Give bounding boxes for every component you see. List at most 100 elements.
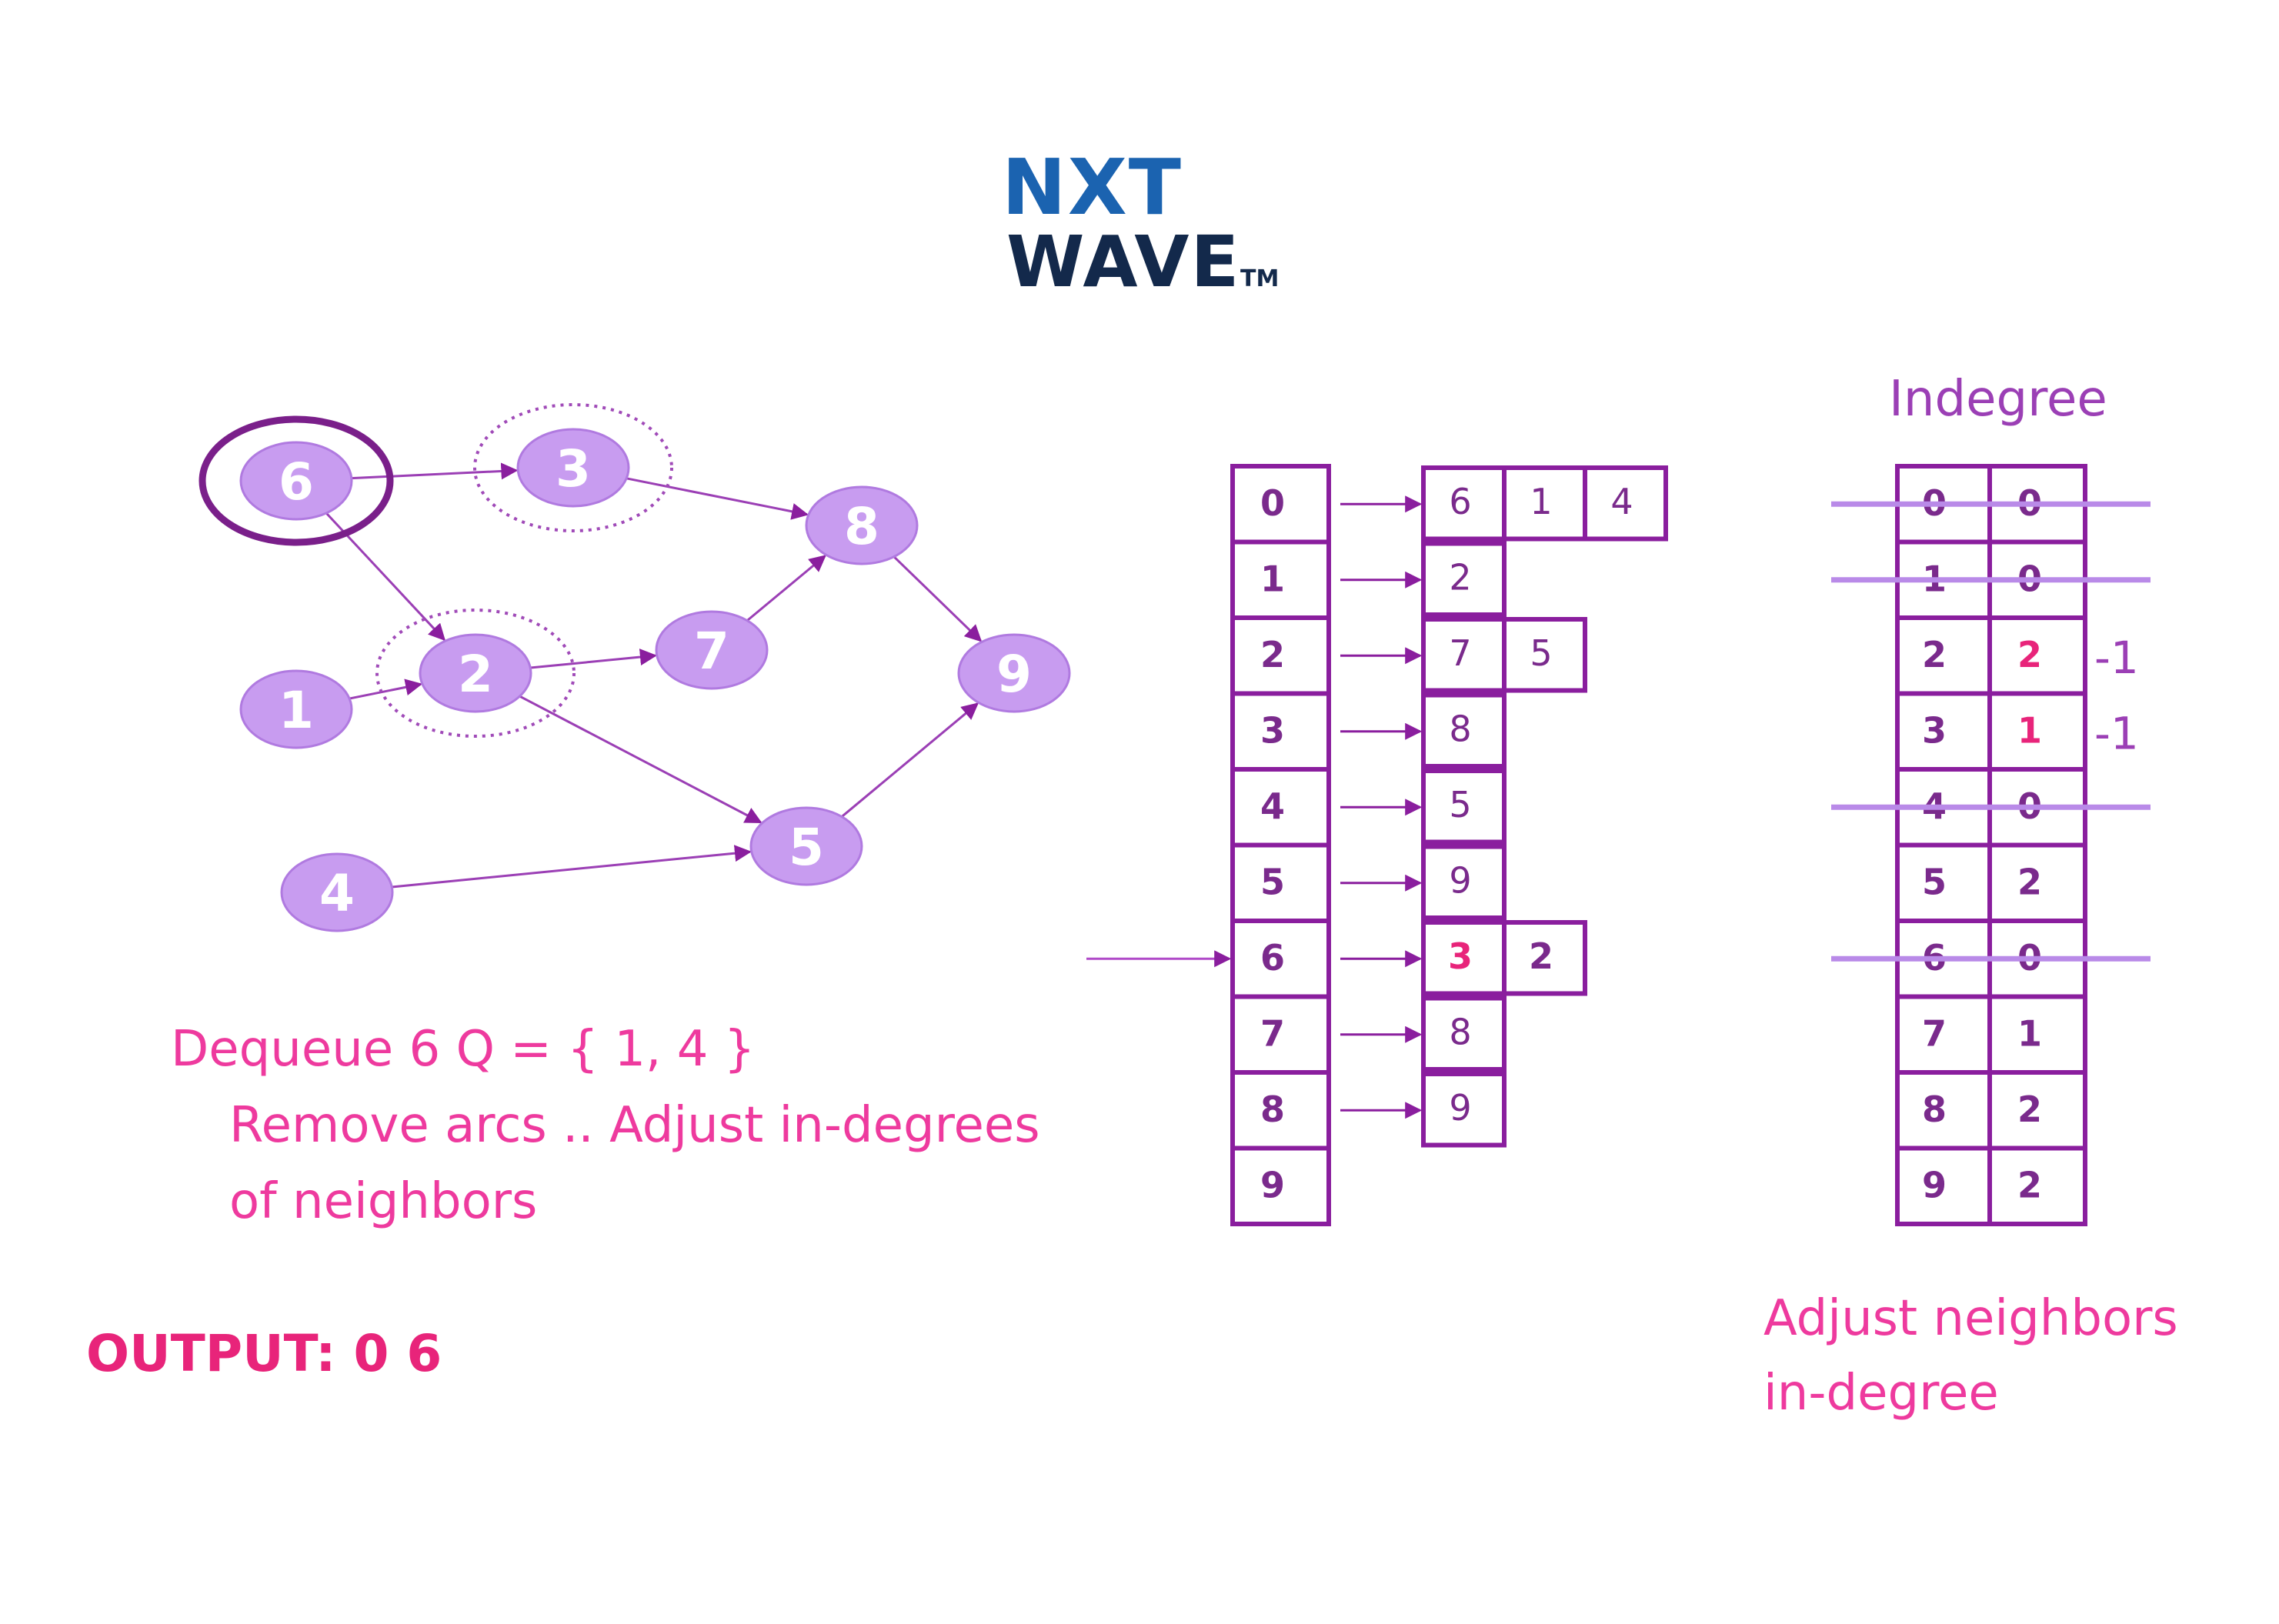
node-label: 5: [789, 818, 824, 877]
node-label: 8: [844, 497, 879, 556]
adjacency-index-label: 6: [1260, 937, 1285, 979]
note-line-1: Adjust neighbors: [1763, 1290, 2178, 1347]
adjust-minus-one: -1: [2094, 708, 2139, 760]
indegree-value-cell: [1987, 1145, 2087, 1226]
graph-node-2: 2: [375, 609, 576, 738]
nxtwave-logo: NXT WAVE TM: [1002, 142, 1279, 303]
directed-graph: 6 3 8 1 2 7 9 4 5: [199, 403, 1071, 932]
adjacency-row-9: 9: [1230, 1145, 1331, 1226]
adjacency-neighbor-label: 4: [1610, 481, 1633, 522]
adjacency-neighbor-cell: [1502, 617, 1587, 693]
neighbor-node-ring: [375, 609, 576, 738]
node-label: 7: [694, 622, 729, 681]
adjacency-neighbor-cell: [1421, 692, 1507, 769]
graph-node-6: 6: [199, 415, 394, 546]
indegree-value-cell: [1987, 994, 2087, 1075]
edge-2-to-7: [530, 649, 657, 669]
adjacency-neighbor-label: 7: [1449, 632, 1471, 674]
adjacency-index-cell: [1230, 539, 1331, 620]
adjacency-neighbor-label: 6: [1449, 481, 1471, 522]
adjacency-neighbor-label: 5: [1530, 632, 1552, 674]
adjacency-index-label: 8: [1260, 1089, 1285, 1130]
indegree-vertex-label: 5: [1922, 862, 1947, 903]
indegree-value-label: 2: [2017, 634, 2042, 675]
indegree-value-label: 2: [2017, 1089, 2042, 1130]
adjacency-neighbor-cell: [1421, 920, 1507, 996]
indegree-table: Indegree 001022-131-1405260718292: [1831, 371, 2151, 1226]
edge-2-to-5: [519, 695, 762, 824]
adjacency-index-cell: [1230, 842, 1331, 923]
edge-8-to-9: [893, 555, 983, 642]
indegree-row-4: 40: [1831, 767, 2151, 848]
adjacency-index-cell: [1230, 919, 1331, 999]
adjacency-index-label: 1: [1260, 559, 1285, 600]
indegree-value-label: 2: [2017, 1165, 2042, 1206]
node-ellipse: [280, 852, 394, 932]
caption-line-3: of neighbors: [229, 1173, 537, 1230]
adjacency-index-label: 3: [1260, 710, 1285, 752]
edge-3-to-8: [626, 477, 809, 520]
node-ellipse: [749, 806, 863, 886]
adjacency-row-2: 2 7 5: [1230, 615, 1587, 696]
indegree-vertex-label: 7: [1922, 1013, 1947, 1055]
indegree-value-cell: [1987, 691, 2087, 772]
node-label: 6: [279, 452, 314, 512]
indegree-vertex-label: 2: [1922, 634, 1947, 675]
node-ellipse: [239, 669, 353, 749]
indegree-vertex-cell: [1895, 1145, 1992, 1226]
indegree-vertex-label: 3: [1922, 710, 1947, 752]
adjacency-neighbor-label: 5: [1449, 784, 1471, 825]
graph-nodes: 6 3 8 1 2 7 9 4 5: [199, 403, 1071, 932]
node-ellipse: [239, 441, 353, 521]
caption-line-2: Remove arcs .. Adjust in-degrees: [229, 1097, 1040, 1154]
indegree-vertex-cell: [1895, 691, 1992, 772]
graph-node-8: 8: [805, 485, 919, 565]
adjacency-neighbor-cell: [1421, 769, 1507, 845]
adjacency-neighbor-label: 2: [1529, 935, 1553, 977]
edge-4-to-5: [392, 845, 752, 889]
edge-1-to-2: [349, 679, 423, 700]
logo-line-1: NXT: [1002, 142, 1183, 232]
indegree-value-label: 1: [2017, 1013, 2042, 1055]
node-ellipse: [516, 428, 630, 508]
adjacency-index-label: 4: [1260, 785, 1285, 827]
node-label: 1: [279, 681, 314, 740]
indegree-row-1: 10: [1831, 539, 2151, 620]
adjacency-neighbor-cell: [1421, 844, 1507, 920]
edge-5-to-9: [841, 702, 979, 818]
adjacency-index-cell: [1230, 1145, 1331, 1226]
adjacency-index-label: 9: [1260, 1165, 1285, 1206]
indegree-title: Indegree: [1889, 371, 2107, 428]
adjacency-neighbor-cell: [1421, 995, 1507, 1072]
indegree-vertex-label: 8: [1922, 1089, 1947, 1130]
node-label: 4: [319, 864, 355, 923]
adjacency-index-cell: [1230, 994, 1331, 1075]
adjacency-index-label: 5: [1260, 862, 1285, 903]
indegree-value-cell: [1987, 842, 2087, 923]
adjacency-neighbor-label: 1: [1530, 481, 1552, 522]
current-node-ring: [199, 415, 394, 546]
node-label: 3: [556, 439, 591, 499]
adjacency-index-label: 7: [1260, 1013, 1285, 1055]
indegree-row-6: 60: [1831, 919, 2151, 999]
edge-7-to-8: [746, 555, 826, 622]
indegree-value-label: 2: [2017, 862, 2042, 903]
graph-node-5: 5: [749, 806, 863, 886]
adjacency-neighbor-cell: [1421, 465, 1507, 542]
node-ellipse: [805, 485, 919, 565]
node-label: 2: [458, 645, 493, 704]
adjacency-index-label: 2: [1260, 634, 1285, 675]
adjacency-index-cell: [1230, 691, 1331, 772]
node-label: 9: [996, 645, 1032, 704]
